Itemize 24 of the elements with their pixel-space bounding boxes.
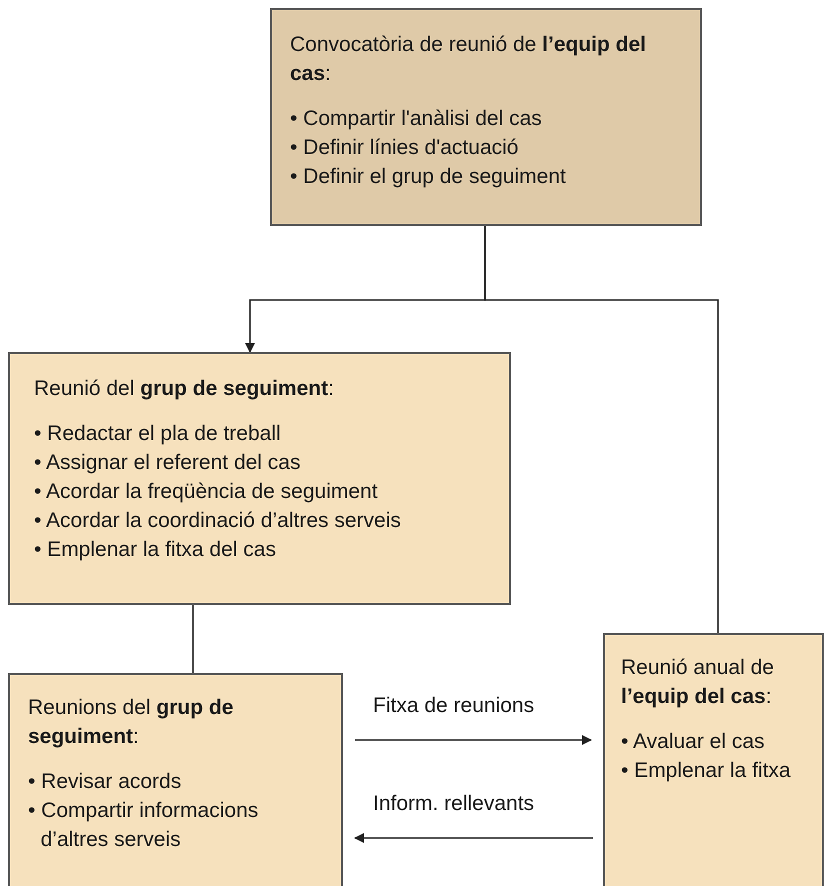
box-heading: Reunió del grup de seguiment: — [34, 376, 335, 402]
bullet-item: • Compartir l'anàlisi del cas — [290, 106, 543, 132]
bullet-item: • Acordar la coordinació d’altres serveis — [34, 508, 402, 534]
bullet-item: • Acordar la freqüència de seguiment — [34, 479, 379, 505]
bullet-item: • Emplenar la fitxa del cas — [34, 537, 277, 563]
arrow — [355, 735, 592, 745]
bullet-item: • Redactar el pla de treball — [34, 421, 282, 447]
bullet-item: • Emplenar la fitxa — [621, 758, 792, 784]
connector-line — [484, 226, 719, 633]
bullet-item: • Definir el grup de seguiment — [290, 164, 567, 190]
bullet-item: • Avaluar el cas — [621, 729, 766, 755]
arrow — [354, 833, 593, 843]
box-heading: Reunió anual de l’equip del cas: — [621, 655, 775, 710]
box-heading: Convocatòria de reunió de l’equip del cas: — [290, 32, 648, 87]
box-heading: Reunions del grup de seguiment: — [28, 695, 234, 750]
connector-line — [192, 605, 194, 673]
bullet-item: • Definir línies d'actuació — [290, 135, 520, 161]
process-box — [270, 8, 702, 226]
bullet-item: • Assignar el referent del cas — [34, 450, 302, 476]
process-box — [8, 673, 343, 886]
bullet-item: • Compartir informacions d’altres serveis — [28, 798, 260, 853]
process-box — [603, 633, 824, 886]
bullet-item: • Revisar acords — [28, 769, 182, 795]
process-box — [8, 352, 511, 605]
